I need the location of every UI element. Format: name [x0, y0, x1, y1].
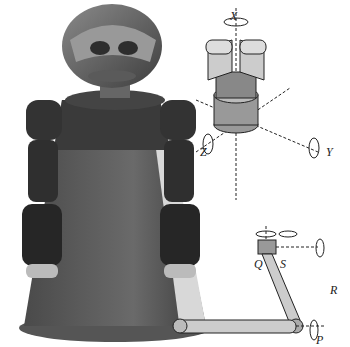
axis-label: Z: [200, 146, 207, 158]
axis-label: X: [230, 10, 237, 22]
arm-joint-drawing: [173, 226, 326, 340]
axis-label: R: [330, 284, 337, 296]
axis-label: Y: [326, 146, 333, 158]
head-joint-drawing: [196, 8, 319, 200]
axis-label: P: [316, 334, 323, 346]
robot-drawing: [19, 4, 211, 342]
axis-label: Q: [254, 258, 263, 270]
axis-label: S: [280, 258, 286, 270]
